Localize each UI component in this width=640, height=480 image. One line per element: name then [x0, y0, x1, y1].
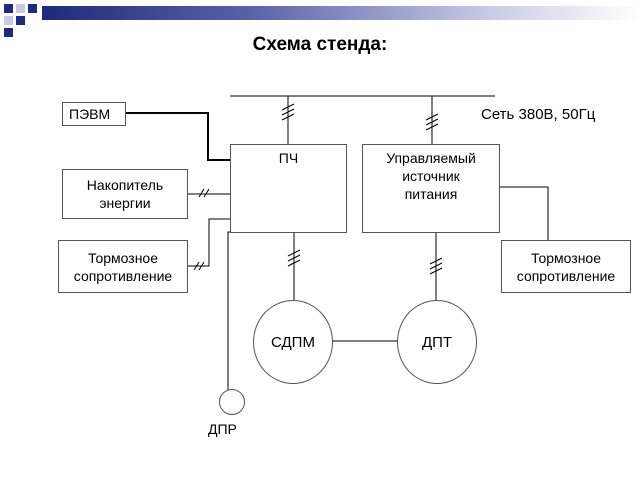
tick: [198, 188, 205, 198]
deco-square: [28, 4, 37, 13]
tick: [203, 188, 210, 198]
brake-left-label-line2: сопротивление: [73, 267, 173, 284]
tick: [281, 108, 295, 116]
deco-square: [4, 16, 13, 25]
energy-storage-box: Накопитель энергии: [62, 169, 188, 219]
tick: [287, 249, 301, 257]
header-gradient-bar: [42, 6, 640, 20]
deco-square: [4, 28, 13, 37]
pevm-label: ПЭВМ: [69, 106, 111, 122]
deco-square: [16, 16, 25, 25]
sdpm-motor: СДПМ: [253, 300, 333, 384]
brake-right-label-line2: сопротивление: [516, 267, 616, 284]
brake-to-pch: [188, 218, 230, 267]
tick: [281, 103, 295, 111]
tick: [425, 113, 439, 121]
source-label-line3: питания: [404, 186, 458, 202]
brake-resistor-right-box: Тормозное сопротивление: [501, 240, 631, 293]
page-title: Схема стенда:: [252, 34, 388, 55]
tick: [425, 123, 439, 131]
storage-label-line1: Накопитель: [86, 177, 164, 193]
source-label-line2: источник: [402, 168, 460, 184]
tick: [429, 267, 443, 275]
deco-square: [4, 4, 13, 13]
brake-resistor-left-box: Тормозное сопротивление: [58, 240, 188, 293]
tick: [193, 261, 200, 271]
dpr-label: ДПР: [208, 421, 237, 437]
tick: [425, 118, 439, 126]
brake-right-label-line1: Тормозное: [530, 249, 601, 266]
dpt-label: ДПТ: [421, 333, 453, 351]
brake-left-label-line1: Тормозное: [87, 249, 158, 266]
tick: [429, 257, 443, 265]
tick: [287, 259, 301, 267]
dpr-to-pch: [227, 231, 252, 392]
tick: [198, 261, 205, 271]
storage-label-line2: энергии: [99, 195, 151, 211]
dpt-motor: ДПТ: [397, 300, 477, 384]
sdpm-label: СДПМ: [271, 333, 315, 351]
network-label: Сеть 380В, 50Гц: [481, 106, 596, 123]
dpr-sensor: [219, 389, 245, 415]
pch-box: ПЧ: [230, 144, 347, 233]
tick: [287, 254, 301, 262]
pevm-to-pch: [126, 112, 230, 161]
source-to-right-brake: [500, 186, 549, 240]
pevm-box: ПЭВМ: [62, 102, 126, 126]
tick: [281, 113, 295, 121]
deco-square: [16, 4, 25, 13]
tick: [429, 262, 443, 270]
controlled-source-box: Управляемый источник питания: [362, 144, 500, 233]
source-label-line1: Управляемый: [386, 150, 476, 166]
header-decoration: [0, 0, 640, 40]
pch-label: ПЧ: [278, 150, 299, 166]
